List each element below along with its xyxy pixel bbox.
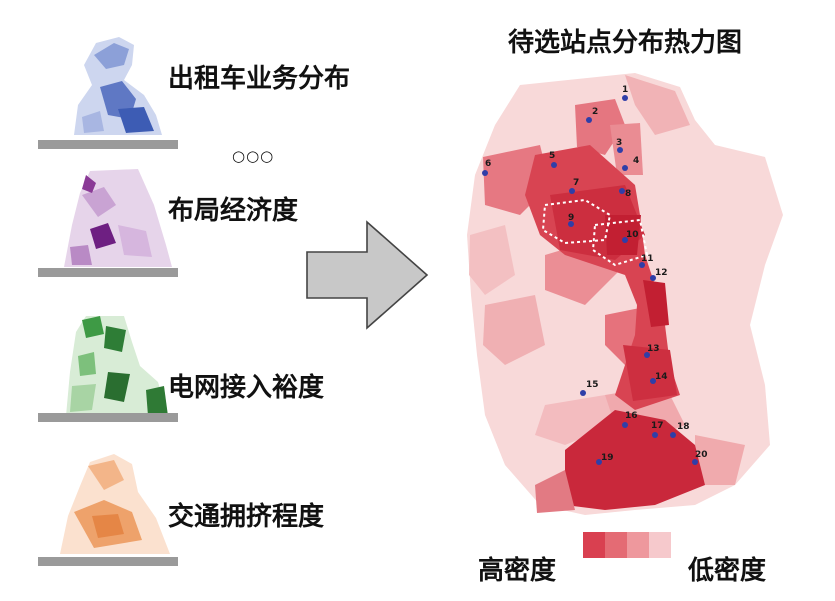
station-label: 7 (573, 178, 579, 188)
legend-swatch-4 (649, 532, 671, 558)
station-label: 16 (625, 411, 638, 421)
heatmap-title: 待选站点分布热力图 (508, 28, 743, 58)
traffic-layer-label: 交通拥挤程度 (168, 502, 325, 532)
grid-layer-label: 电网接入裕度 (168, 373, 325, 403)
station-label: 18 (677, 422, 690, 432)
economy-layer-map (34, 165, 184, 277)
station-label: 10 (626, 230, 639, 240)
station-label: 11 (641, 254, 654, 264)
economy-layer-base (38, 268, 178, 277)
station-label: 8 (625, 189, 631, 199)
taxi-layer-base (38, 140, 178, 149)
station-label: 15 (586, 380, 599, 390)
taxi-layer-map (34, 35, 184, 150)
ellipsis-marker: ○○○ (232, 147, 275, 165)
grid-layer-base (38, 413, 178, 422)
station-label: 2 (592, 107, 598, 117)
traffic-layer-map (34, 452, 184, 560)
economy-layer-label: 布局经济度 (168, 196, 299, 226)
station-label: 9 (568, 213, 574, 223)
station-label: 19 (601, 453, 614, 463)
station-label: 4 (633, 156, 639, 166)
legend-high-label: 高密度 (478, 556, 557, 586)
station-label: 17 (651, 421, 664, 431)
station-label: 13 (647, 344, 660, 354)
traffic-layer-base (38, 557, 178, 566)
taxi-layer-label: 出租车业务分布 (168, 64, 351, 94)
station-label: 3 (616, 138, 622, 148)
candidate-site-heatmap: 1 2 3 4 5 6 7 8 9 10 11 12 13 14 15 16 1… (467, 73, 783, 515)
station-label: 20 (695, 450, 708, 460)
flow-arrow-icon (306, 220, 429, 330)
legend-swatch-2 (605, 532, 627, 558)
station-label: 12 (655, 268, 668, 278)
grid-layer-map (34, 312, 184, 424)
legend-swatch-1 (583, 532, 605, 558)
station-label: 1 (622, 85, 628, 95)
station-label: 14 (655, 372, 668, 382)
legend-low-label: 低密度 (688, 556, 767, 586)
legend-swatch-3 (627, 532, 649, 558)
station-label: 6 (485, 159, 491, 169)
station-label: 5 (549, 151, 555, 161)
